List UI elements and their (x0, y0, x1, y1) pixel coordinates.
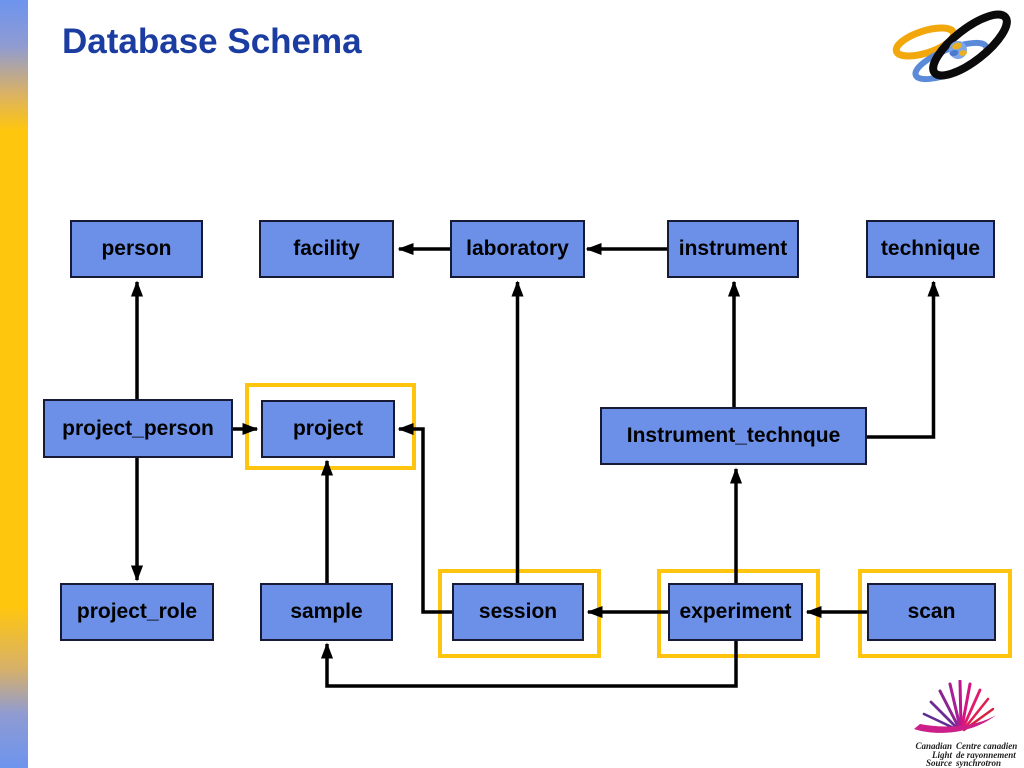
entity-laboratory: laboratory (450, 220, 585, 278)
entity-session: session (452, 583, 584, 641)
entity-scan: scan (867, 583, 996, 641)
cls-atom-logo-icon (892, 10, 1011, 83)
arrow-instrument_technque-to-technique (866, 280, 940, 439)
cls-wordmark-en: Canadian (915, 741, 952, 751)
entity-instrument: instrument (667, 220, 799, 278)
entity-sample: sample (260, 583, 393, 641)
entity-project: project (261, 400, 395, 458)
cls-wordmark-row: Source synchrotron (900, 759, 1022, 768)
entity-project_person: project_person (43, 399, 233, 458)
cls-wordmark-fr: synchrotron (956, 758, 1002, 768)
entity-project_role: project_role (60, 583, 214, 641)
entity-facility: facility (259, 220, 394, 278)
cls-starburst-icon (914, 679, 996, 733)
entity-technique: technique (866, 220, 995, 278)
entity-person: person (70, 220, 203, 278)
cls-wordmark-row: Light de rayonnement (900, 749, 1022, 760)
arrow-experiment-to-sample (320, 641, 738, 688)
cls-wordmark-fr: de rayonnement (956, 749, 1016, 760)
entity-experiment: experiment (668, 583, 803, 641)
arrow-session-to-project (397, 422, 452, 614)
entity-instrument_technque: Instrument_technque (600, 407, 867, 465)
cls-wordmark-fr: Centre canadien (956, 741, 1018, 751)
cls-wordmark-en: Source (925, 758, 952, 768)
page-title: Database Schema (62, 22, 362, 61)
cls-wordmark-row: Canadian Centre canadien (900, 742, 1022, 751)
accent-bar (0, 0, 28, 768)
cls-wordmark-en: Light (931, 749, 952, 760)
